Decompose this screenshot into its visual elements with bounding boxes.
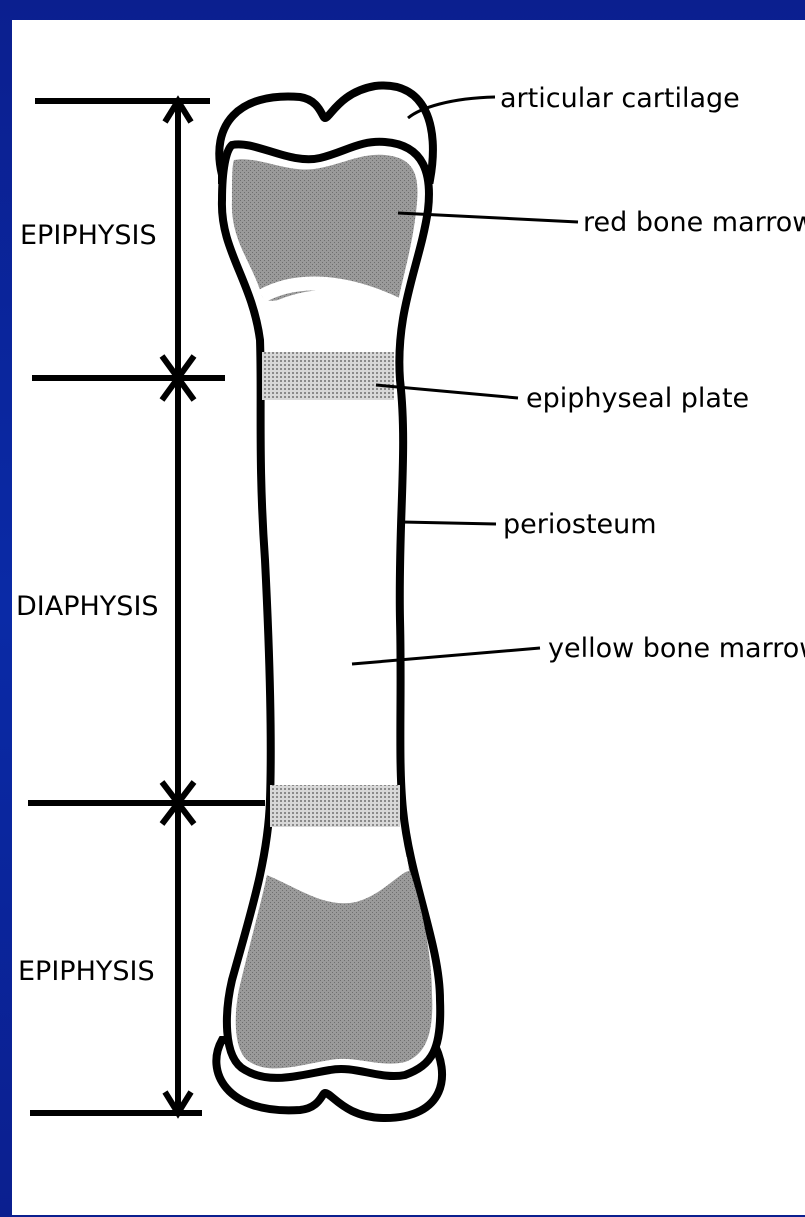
epiphyseal-plate-top	[262, 352, 394, 400]
label-epiphyseal-plate: epiphyseal plate	[526, 383, 749, 414]
label-periosteum: periosteum	[503, 509, 657, 540]
label-red-bone-marrow: red bone marrow	[583, 207, 805, 238]
label-yellow-bone-marrow: yellow bone marrow	[548, 633, 805, 664]
label-epiphysis-top: EPIPHYSIS	[20, 220, 157, 251]
label-diaphysis: DIAPHYSIS	[16, 591, 159, 622]
label-articular-cartilage: articular cartilage	[500, 83, 740, 114]
label-epiphysis-bottom: EPIPHYSIS	[18, 956, 155, 987]
epiphyseal-plate-bottom	[270, 785, 400, 827]
leader-periosteum	[402, 522, 496, 524]
